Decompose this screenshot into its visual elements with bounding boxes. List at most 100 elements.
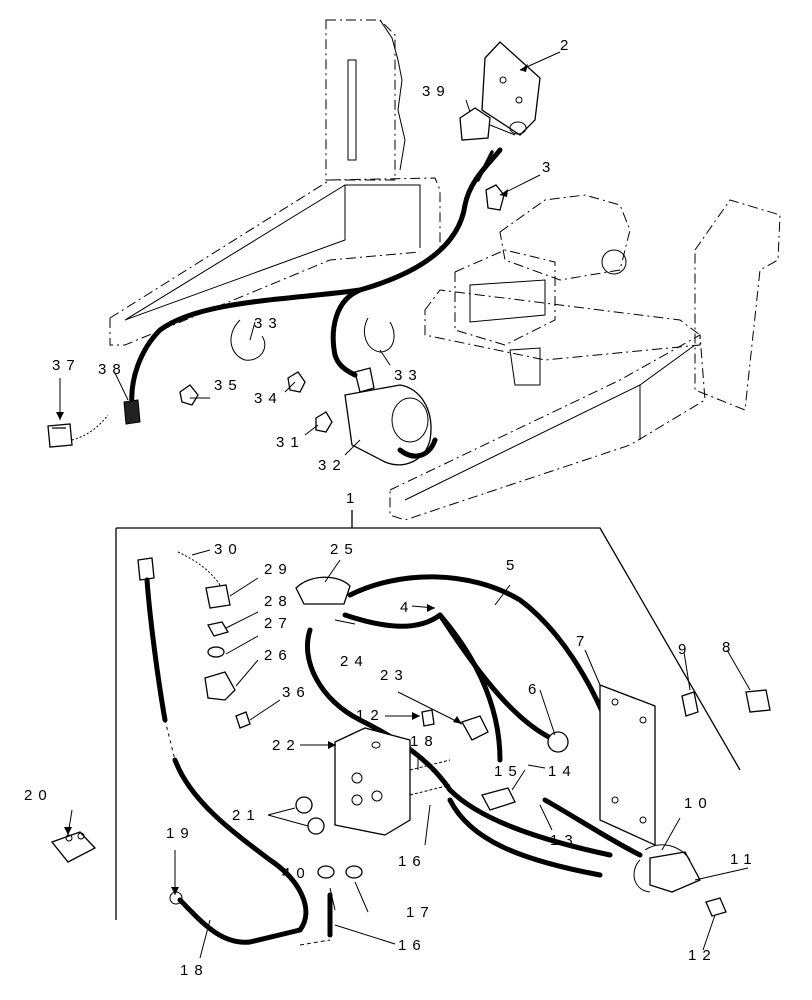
callout-34: 34 [254,390,283,407]
callout-6: 6 [528,681,542,698]
center-box-inner [469,279,546,323]
cap-40 [317,865,335,879]
long-cable-gap [164,719,176,761]
plug-cap-chain [71,414,109,441]
callout-35: 35 [214,377,243,394]
callout-16-lower: 16 [398,937,427,954]
limit-switch [459,107,491,141]
clip-31 [315,411,333,433]
callout-39: 39 [422,83,451,100]
left-post-slot [347,59,357,161]
callout-14: 14 [548,763,577,780]
callout-9: 9 [678,641,692,658]
callout-18-upper: 18 [410,733,439,750]
callout-12-upper: 12 [356,707,385,724]
callout-2: 2 [560,37,574,54]
right-arm-inner [404,344,696,501]
chain-30 [177,551,221,586]
callout-37: 37 [52,357,81,374]
callout-18-lower: 18 [180,962,209,979]
upper-frame-assembly [47,19,781,521]
harness-wire-10 [542,797,643,858]
cable-18-stub [299,939,331,946]
callout-31: 31 [276,434,305,451]
right-arm [389,334,706,521]
left-arm-inner [124,184,421,321]
callout-19: 19 [166,825,195,842]
callout-40: 40 [282,865,311,882]
motor-connector [354,367,375,393]
motor-32-end [391,397,429,443]
plug-29 [205,584,231,609]
callout-22: 22 [272,737,301,754]
clip-9 [681,691,699,717]
callout-labels: 1 2 3 4 5 6 7 8 9 10 11 12 12 13 14 15 1… [24,37,752,979]
mounting-plate-7 [599,684,656,847]
motor-wire [332,352,438,459]
clip-8 [745,689,771,713]
callout-3: 3 [542,159,556,176]
plug-cap-37 [47,423,73,448]
left-arm-bottom [109,251,421,346]
kit-frame [115,510,741,920]
callout-16-upper: 16 [398,853,427,870]
bulb-12-upper [421,709,435,727]
callout-8: 8 [722,639,736,656]
kit-frame-outline [115,510,741,920]
upper-harness-wire [129,147,503,408]
limit-switch-lever [489,121,527,136]
left-post-edge [379,19,406,171]
callout-1: 1 [346,490,360,507]
bulb-12-lower [705,897,727,917]
callout-30: 30 [214,541,243,558]
callout-5: 5 [506,557,520,574]
leader-lines [59,51,751,959]
relay-20-terminals [65,832,85,842]
callout-7: 7 [576,633,590,650]
callout-23: 23 [380,667,409,684]
callout-15: 15 [494,763,523,780]
relay-20 [50,831,97,863]
harness-wire-23 [437,612,558,743]
callout-36: 36 [282,684,311,701]
callout-29: 29 [264,561,293,578]
washer-27 [207,646,225,658]
callout-10: 10 [684,795,713,812]
callout-20: 20 [24,787,53,804]
rotary-switch-wires [633,844,691,893]
cap-21-upper [295,796,313,814]
callout-12-lower: 12 [688,947,717,964]
callout-27: 27 [264,615,293,632]
callout-26: 26 [264,647,293,664]
clip-36 [235,711,251,729]
sleeve-18 [409,759,451,796]
harness-wire-trunk [304,627,453,793]
callout-25: 25 [330,541,359,558]
gearbox-outline [499,194,631,281]
mount-plate-holes [499,76,523,104]
callout-24: 24 [340,653,369,670]
clip-34 [287,371,306,393]
socket-6 [547,731,569,753]
cap-21-lower [307,817,325,835]
nut-28 [207,621,229,637]
long-cable [144,577,309,945]
lower-components [50,551,771,946]
motor-32 [344,384,432,466]
arrowheads [56,64,528,895]
boot-25 [295,576,351,605]
cap-17 [345,865,363,879]
clamp-33-right [364,317,395,353]
bracket-under-box [509,347,541,386]
relay-23 [461,715,489,741]
switch-15 [481,787,516,811]
clip-35 [179,384,199,406]
ring-terminal-19 [169,891,183,905]
clip-3 [485,184,505,211]
mount-plate [481,41,541,136]
upper-harness-branch [476,150,494,182]
right-post [694,199,781,411]
bracket-26 [204,671,236,701]
center-box [454,249,556,346]
